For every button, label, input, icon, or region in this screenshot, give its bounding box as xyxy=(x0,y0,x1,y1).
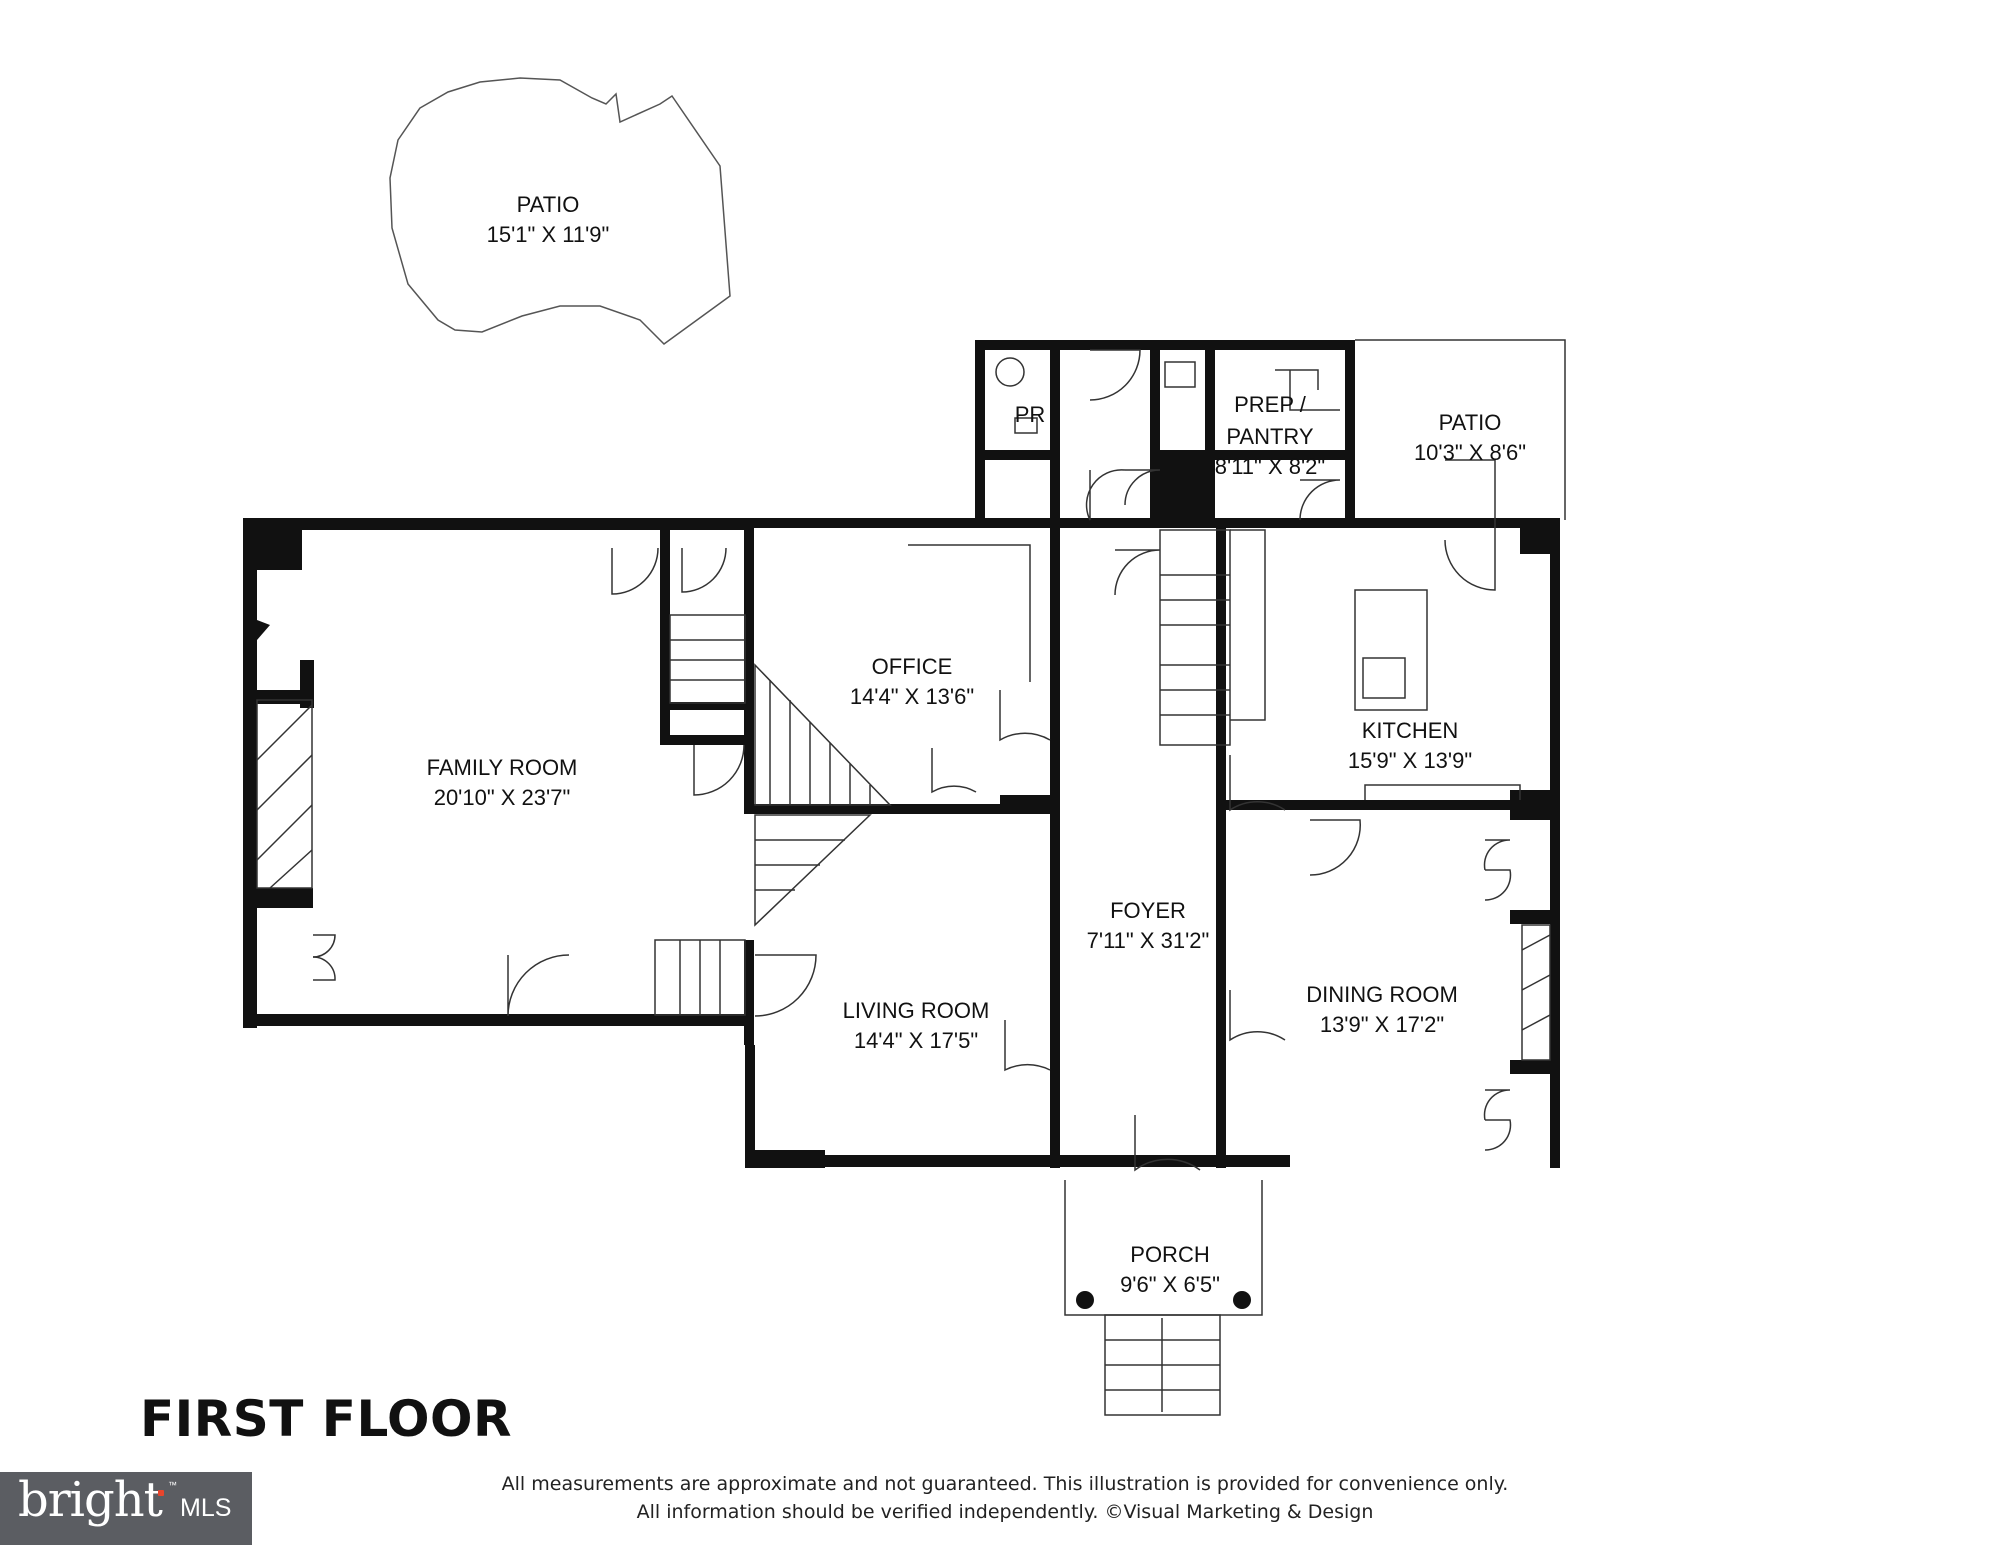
room-prep-pantry-dims: 8'11" X 8'2" xyxy=(1215,454,1325,479)
room-porch-dims: 9'6" X 6'5" xyxy=(1120,1272,1220,1297)
logo-trademark: ™ xyxy=(168,1480,177,1490)
room-prep-pantry-name-1: PREP / xyxy=(1234,392,1307,417)
room-labels: PATIO 15'1" X 11'9" PR PREP / PANTRY 8'1… xyxy=(427,192,1526,1297)
room-patio-right-name: PATIO xyxy=(1439,410,1502,435)
door-swings xyxy=(312,349,1512,1172)
logo-mls-text: MLS xyxy=(180,1494,232,1522)
floor-title: FIRST FLOOR xyxy=(140,1390,513,1448)
room-kitchen-dims: 15'9" X 13'9" xyxy=(1348,748,1472,773)
disclaimer-line-1: All measurements are approximate and not… xyxy=(501,1473,1509,1495)
stair-hatching xyxy=(256,663,1551,1061)
room-porch-name: PORCH xyxy=(1130,1242,1209,1267)
room-powder-room-name: PR xyxy=(1015,402,1046,427)
logo-accent-mark xyxy=(158,1490,164,1496)
room-dining-room-name: DINING ROOM xyxy=(1306,982,1458,1007)
room-kitchen-name: KITCHEN xyxy=(1362,718,1459,743)
bright-mls-logo: bright ™ MLS xyxy=(0,1472,252,1545)
room-living-room-name: LIVING ROOM xyxy=(843,998,990,1023)
disclaimer: All measurements are approximate and not… xyxy=(480,1470,1530,1526)
room-foyer-name: FOYER xyxy=(1110,898,1186,923)
room-living-room-dims: 14'4" X 17'5" xyxy=(854,1028,978,1053)
thin-lines xyxy=(654,339,1566,1416)
room-family-room-name: FAMILY ROOM xyxy=(427,755,578,780)
porch-column-left xyxy=(1076,1291,1094,1309)
room-family-room-dims: 20'10" X 23'7" xyxy=(434,785,571,810)
walls xyxy=(243,340,1560,1168)
patio-outline xyxy=(389,77,731,345)
logo-brand-text: bright xyxy=(18,1472,163,1528)
room-prep-pantry-name-2: PANTRY xyxy=(1226,424,1314,449)
room-patio-top-dims: 15'1" X 11'9" xyxy=(487,222,610,247)
room-patio-right-dims: 10'3" X 8'6" xyxy=(1414,440,1526,465)
room-office-name: OFFICE xyxy=(872,654,953,679)
room-office-dims: 14'4" X 13'6" xyxy=(850,684,974,709)
room-dining-room-dims: 13'9" X 17'2" xyxy=(1320,1012,1444,1037)
room-patio-top-name: PATIO xyxy=(517,192,580,217)
disclaimer-line-2: All information should be verified indep… xyxy=(636,1501,1374,1523)
porch-column-right xyxy=(1233,1291,1251,1309)
room-foyer-dims: 7'11" X 31'2" xyxy=(1087,928,1210,953)
